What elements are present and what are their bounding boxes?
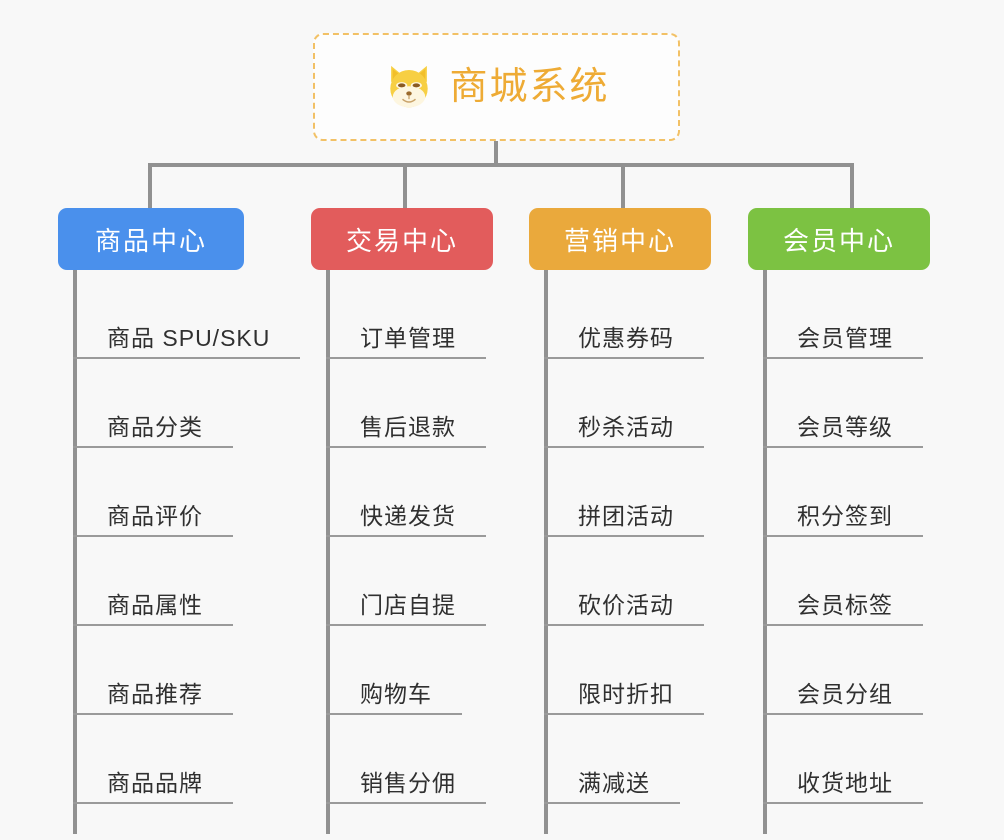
list-item[interactable]: 购物车 [326, 626, 486, 715]
leaf-list-1: 商品 SPU/SKU 商品分类 商品评价 商品属性 商品推荐 商品品牌 [73, 270, 301, 804]
list-item[interactable]: 秒杀活动 [544, 359, 704, 448]
leaf-label: 会员管理 [797, 324, 893, 351]
branch-drop-line-2 [403, 163, 407, 210]
leaf-label: 限时折扣 [578, 680, 674, 707]
root-stem-line [494, 141, 498, 165]
leaf-label: 商品分类 [107, 413, 203, 440]
leaf-list-3: 优惠券码 秒杀活动 拼团活动 砍价活动 限时折扣 满减送 [544, 270, 704, 804]
leaf-list-2: 订单管理 售后退款 快递发货 门店自提 购物车 销售分佣 [326, 270, 486, 804]
branch-header-4[interactable]: 会员中心 [748, 208, 930, 270]
list-item[interactable]: 拼团活动 [544, 448, 704, 537]
leaf-label: 商品 SPU/SKU [107, 324, 271, 351]
list-item[interactable]: 收货地址 [763, 715, 923, 804]
leaf-label: 商品品牌 [107, 769, 203, 796]
branch-bus-line [148, 163, 854, 167]
leaf-label: 购物车 [360, 680, 432, 707]
list-item[interactable]: 商品分类 [73, 359, 300, 448]
leaf-label: 收货地址 [797, 769, 893, 796]
list-item[interactable]: 会员分组 [763, 626, 923, 715]
branch-column-2: 交易中心 订单管理 售后退款 快递发货 门店自提 购物车 销售分佣 [311, 208, 493, 834]
branch-column-1: 商品中心 商品 SPU/SKU 商品分类 商品评价 商品属性 商品推荐 商品品牌 [58, 208, 301, 834]
list-item[interactable]: 优惠券码 [544, 270, 704, 359]
list-item[interactable]: 限时折扣 [544, 626, 704, 715]
leaf-label: 销售分佣 [360, 769, 456, 796]
list-item[interactable]: 商品推荐 [73, 626, 300, 715]
list-item[interactable]: 会员标签 [763, 537, 923, 626]
branch-header-3[interactable]: 营销中心 [529, 208, 711, 270]
leaf-label: 会员分组 [797, 680, 893, 707]
list-item[interactable]: 商品 SPU/SKU [73, 270, 301, 359]
branch-column-3: 营销中心 优惠券码 秒杀活动 拼团活动 砍价活动 限时折扣 满减送 [529, 208, 711, 834]
list-item[interactable]: 砍价活动 [544, 537, 704, 626]
list-item[interactable]: 快递发货 [326, 448, 486, 537]
list-item[interactable]: 会员管理 [763, 270, 923, 359]
leaf-label: 砍价活动 [578, 591, 674, 618]
leaf-label: 秒杀活动 [578, 413, 674, 440]
leaf-label: 积分签到 [797, 502, 893, 529]
leaf-label: 满减送 [578, 769, 650, 796]
list-item[interactable]: 积分签到 [763, 448, 923, 537]
leaf-label: 快递发货 [360, 502, 456, 529]
list-item[interactable]: 满减送 [544, 715, 704, 804]
leaf-label: 会员标签 [797, 591, 893, 618]
branch-drop-line-4 [850, 163, 854, 210]
root-title: 商城系统 [449, 66, 610, 108]
leaf-label: 商品属性 [107, 591, 203, 618]
leaf-label: 订单管理 [360, 324, 456, 351]
branch-header-1[interactable]: 商品中心 [58, 208, 244, 270]
leaf-list-4: 会员管理 会员等级 积分签到 会员标签 会员分组 收货地址 [763, 270, 923, 804]
list-item[interactable]: 会员等级 [763, 359, 923, 448]
leaf-label: 优惠券码 [578, 324, 674, 351]
branch-drop-line-3 [621, 163, 625, 210]
list-item[interactable]: 门店自提 [326, 537, 486, 626]
list-item[interactable]: 商品属性 [73, 537, 300, 626]
list-item[interactable]: 商品品牌 [73, 715, 300, 804]
leaf-label: 会员等级 [797, 413, 893, 440]
list-item[interactable]: 商品评价 [73, 448, 300, 537]
root-node[interactable]: 商城系统 [313, 33, 680, 141]
branch-drop-line-1 [148, 163, 152, 210]
branch-column-4: 会员中心 会员管理 会员等级 积分签到 会员标签 会员分组 收货地址 [748, 208, 930, 834]
leaf-label: 商品推荐 [107, 680, 203, 707]
shiba-dog-face-icon [383, 61, 435, 113]
branch-trunk-line-1 [73, 270, 77, 834]
branch-trunk-line-2 [326, 270, 330, 834]
list-item[interactable]: 订单管理 [326, 270, 486, 359]
list-item[interactable]: 售后退款 [326, 359, 486, 448]
branch-trunk-line-4 [763, 270, 767, 834]
leaf-label: 门店自提 [360, 591, 456, 618]
list-item[interactable]: 销售分佣 [326, 715, 486, 804]
branch-header-2[interactable]: 交易中心 [311, 208, 493, 270]
leaf-label: 拼团活动 [578, 502, 674, 529]
leaf-label: 商品评价 [107, 502, 203, 529]
branch-trunk-line-3 [544, 270, 548, 834]
leaf-label: 售后退款 [360, 413, 456, 440]
